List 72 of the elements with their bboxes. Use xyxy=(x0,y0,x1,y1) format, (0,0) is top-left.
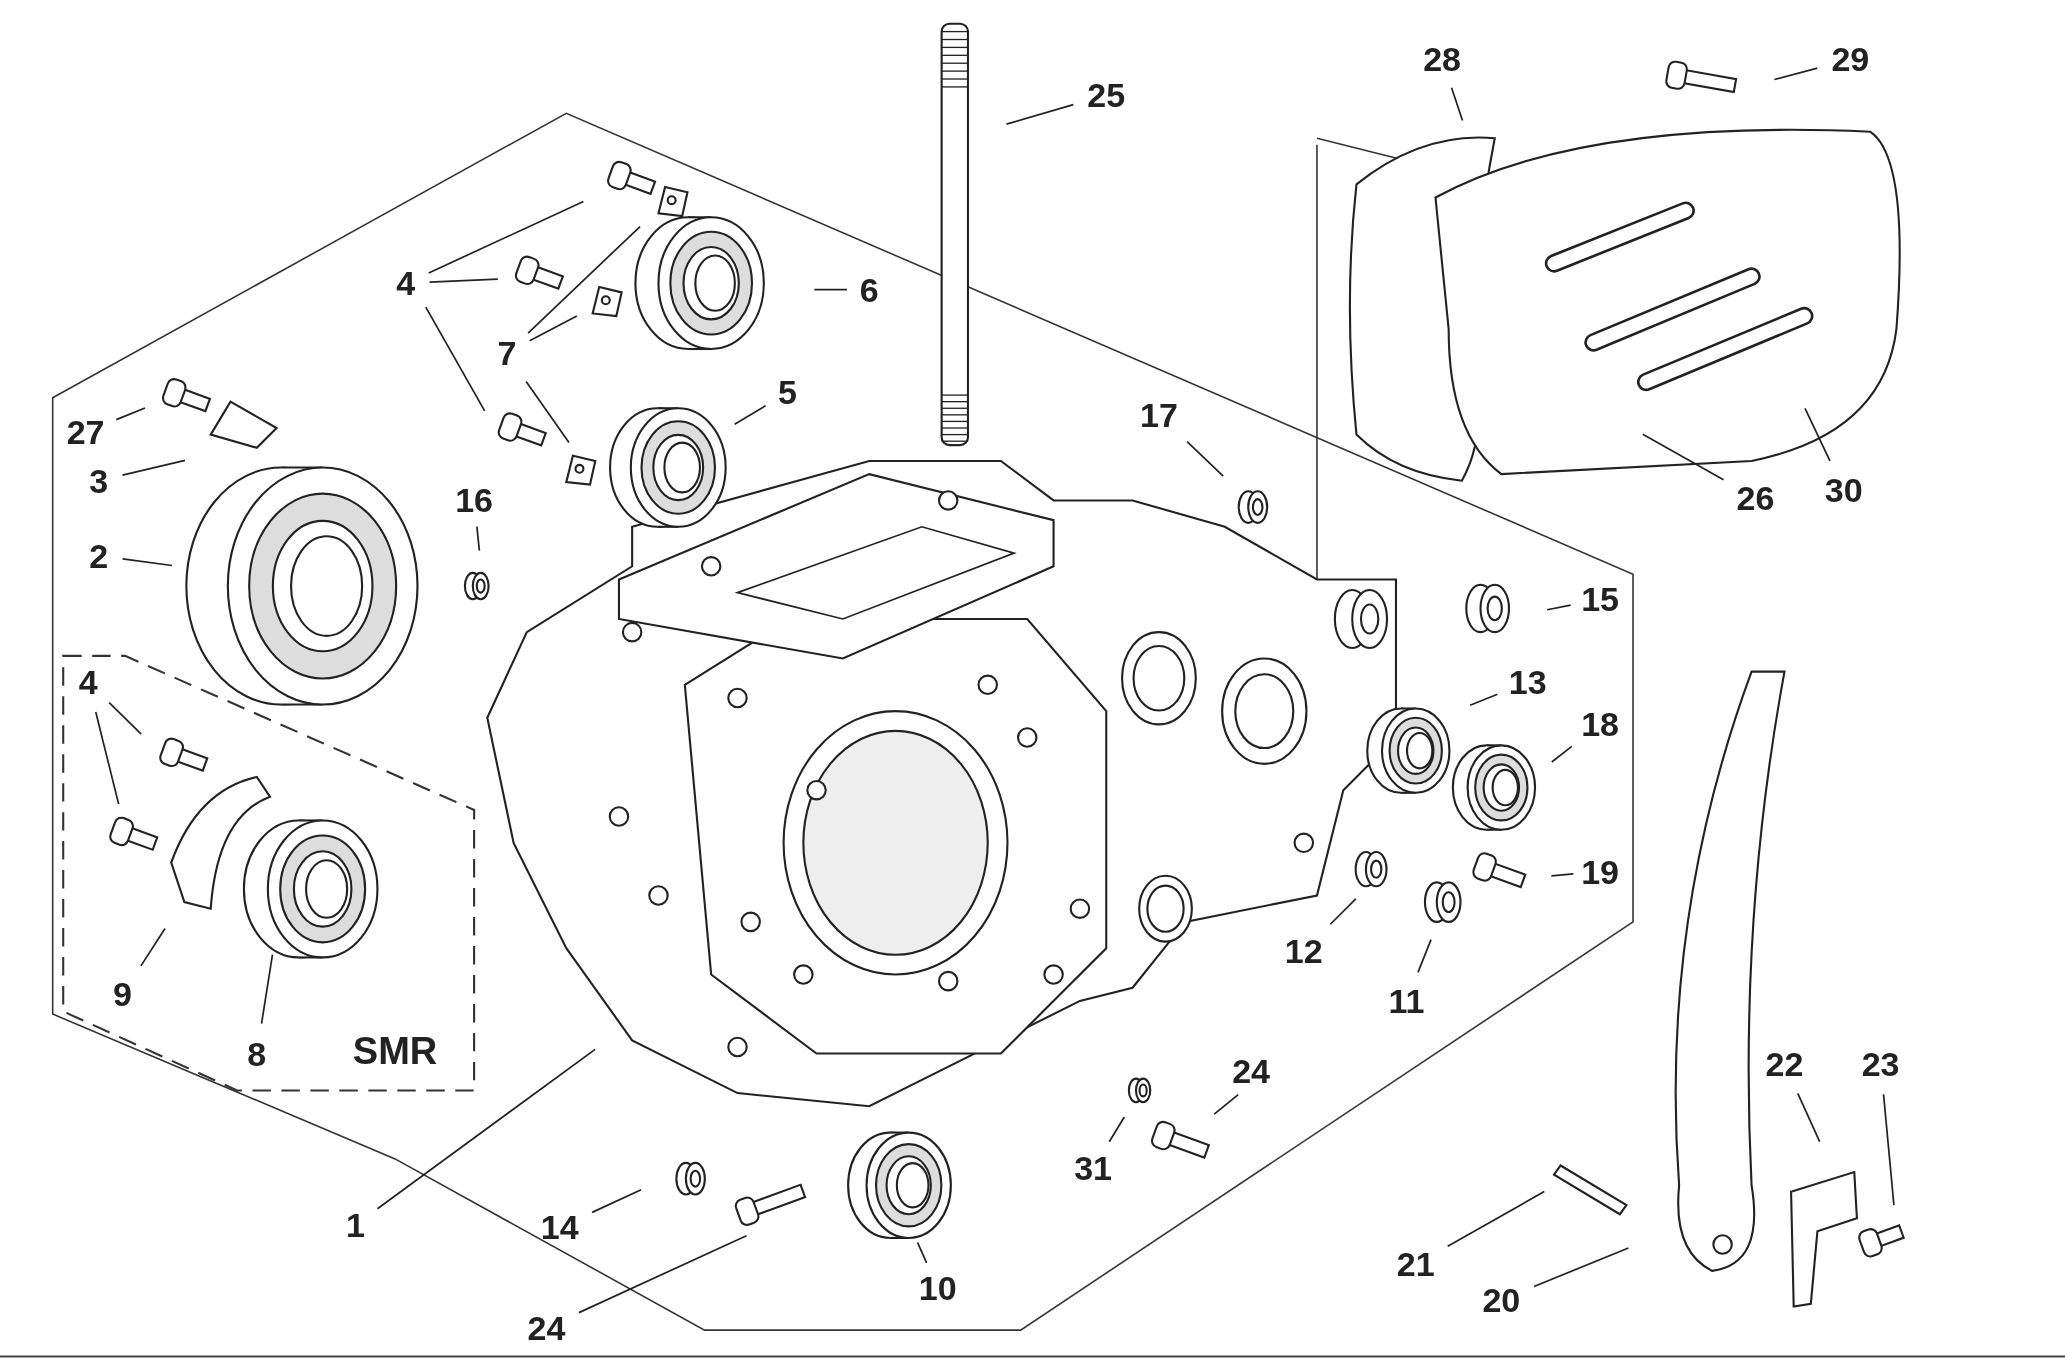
callout-number: 24 xyxy=(527,1310,566,1345)
leader-line xyxy=(424,306,486,412)
leader-line xyxy=(813,288,848,291)
callout-number: 31 xyxy=(1074,1151,1112,1186)
callout-number: 7 xyxy=(497,335,517,370)
leader-line xyxy=(1550,745,1573,763)
leader-line xyxy=(1108,1116,1126,1143)
callout-number: 21 xyxy=(1396,1247,1435,1282)
leader-line xyxy=(916,1241,928,1264)
leader-line xyxy=(1469,693,1499,707)
leader-line xyxy=(1533,1247,1630,1288)
callout-number: 12 xyxy=(1284,933,1323,968)
callout-number: 28 xyxy=(1423,42,1461,77)
leader-line xyxy=(94,711,120,805)
callout-number: 6 xyxy=(859,272,879,307)
callout-number: 19 xyxy=(1581,854,1619,889)
leader-line xyxy=(528,315,578,342)
leader-line xyxy=(1804,407,1831,462)
callout-number: 25 xyxy=(1087,77,1126,112)
leader-line xyxy=(476,525,481,552)
leader-line xyxy=(1186,440,1225,477)
leader-line xyxy=(140,927,166,967)
leader-line xyxy=(1546,604,1572,611)
leader-line xyxy=(427,200,585,274)
leader-line xyxy=(121,558,173,567)
callout-number: 23 xyxy=(1861,1047,1900,1082)
leader-line xyxy=(733,404,767,426)
callout-number: 24 xyxy=(1232,1053,1270,1088)
callout-number: 26 xyxy=(1736,480,1775,515)
leader-line xyxy=(591,1188,642,1214)
leader-line xyxy=(376,1048,596,1210)
callout-number: 2 xyxy=(89,538,109,573)
callout-number: 13 xyxy=(1508,665,1547,700)
callout-number: 29 xyxy=(1831,42,1870,77)
leader-line xyxy=(1550,873,1575,877)
callout-number: 3 xyxy=(89,463,109,498)
leader-line xyxy=(1450,87,1464,122)
callout-number: 14 xyxy=(540,1210,579,1245)
leader-line xyxy=(260,953,274,1025)
leader-line xyxy=(121,459,186,476)
leader-line xyxy=(108,701,143,735)
callout-number: 15 xyxy=(1581,582,1619,617)
callout-number: 27 xyxy=(66,414,105,449)
leader-line xyxy=(1417,938,1432,974)
leader-line xyxy=(428,278,499,283)
callout-number: 22 xyxy=(1765,1047,1804,1082)
leader-line xyxy=(525,380,570,444)
leader-line xyxy=(1641,433,1725,481)
leader-line xyxy=(1446,1190,1546,1248)
callout-number: 10 xyxy=(918,1271,957,1305)
callout-number: 11 xyxy=(1388,983,1425,1018)
leader-line xyxy=(1329,897,1357,926)
callout-number: 30 xyxy=(1824,472,1863,507)
callout-number: 9 xyxy=(113,977,132,1012)
callout-number: 17 xyxy=(1140,397,1178,432)
callout-number: 5 xyxy=(778,375,797,410)
callout-number: 8 xyxy=(247,1036,267,1071)
leader-line xyxy=(115,407,146,421)
callout-number: 20 xyxy=(1482,1282,1521,1317)
leader-line xyxy=(1005,103,1075,126)
leader-line xyxy=(1213,1093,1240,1115)
leader-line xyxy=(1773,67,1819,81)
callout-number: 16 xyxy=(455,483,493,518)
variant-label: SMR xyxy=(352,1031,438,1070)
leader-line xyxy=(1882,1093,1895,1206)
callout-number: 1 xyxy=(346,1207,366,1242)
callout-number: 4 xyxy=(396,266,416,301)
callout-number: 18 xyxy=(1581,707,1619,742)
leader-line xyxy=(1796,1092,1821,1143)
leader-line xyxy=(527,225,641,334)
callout-number: 4 xyxy=(78,665,98,700)
leader-line xyxy=(578,1234,748,1314)
